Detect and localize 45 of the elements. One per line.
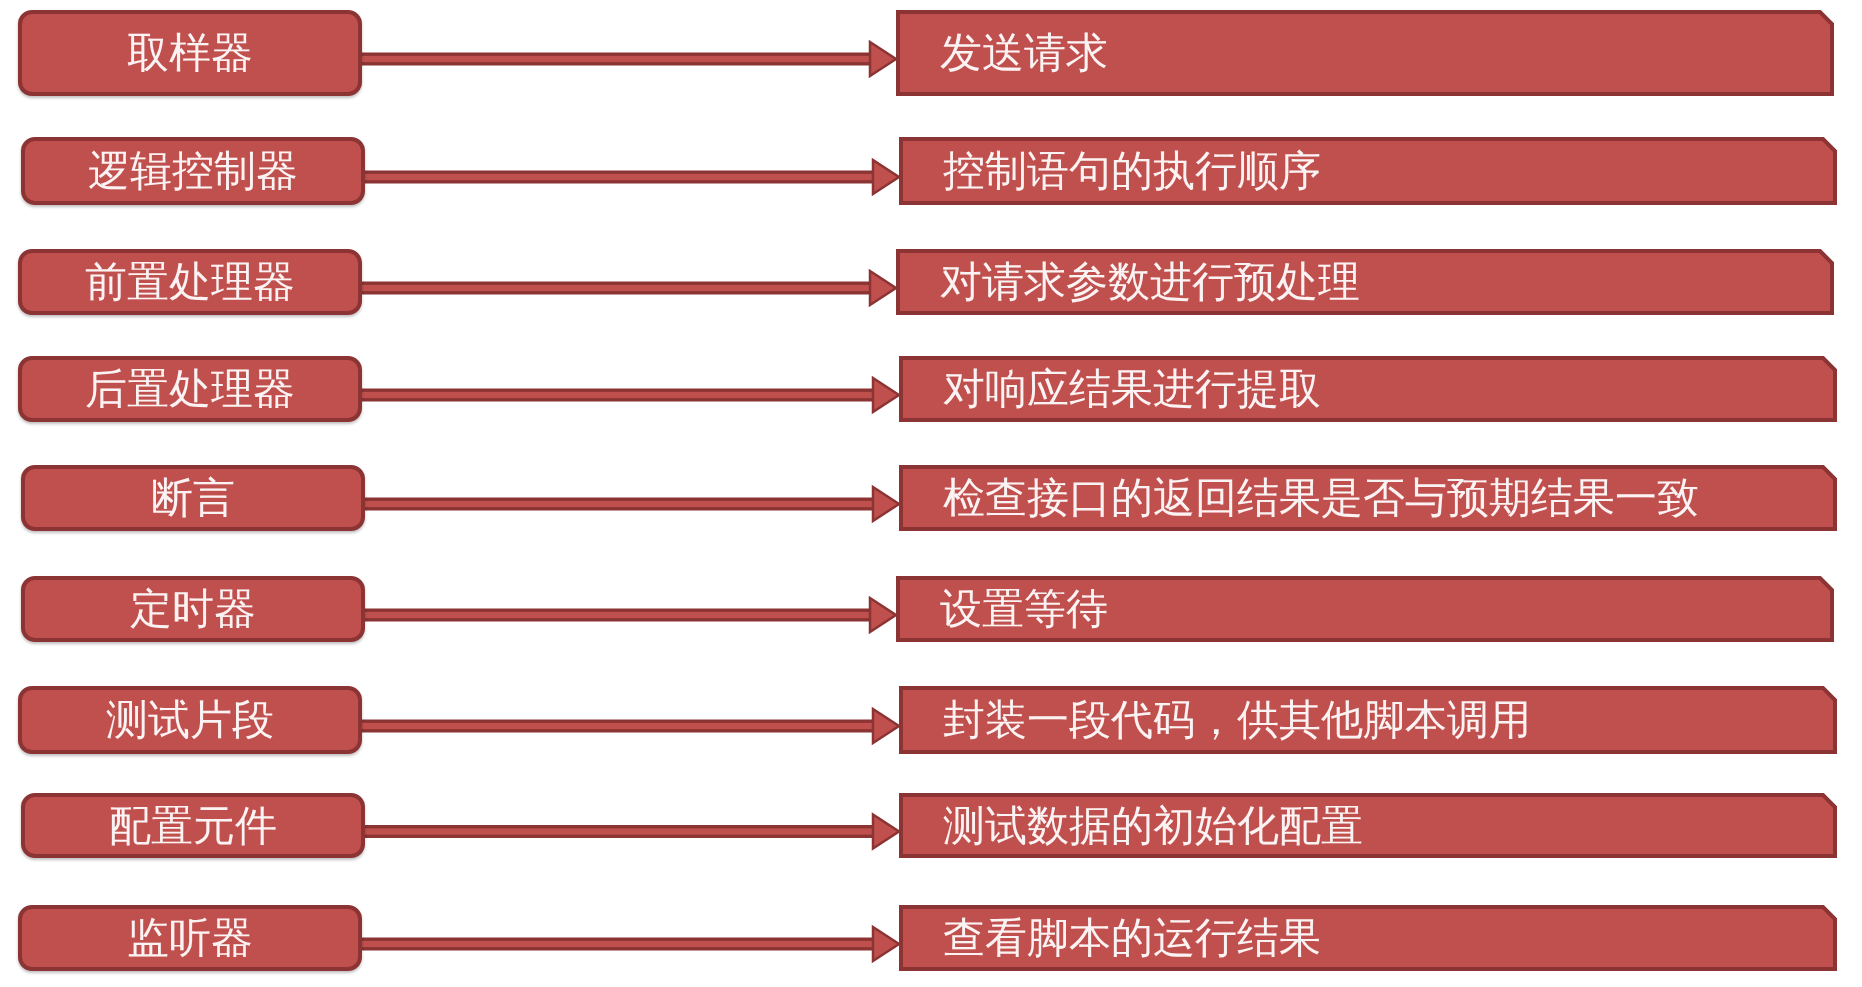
description-banner <box>899 465 1837 531</box>
component-box <box>21 465 365 531</box>
component-box <box>18 10 362 96</box>
arrow <box>365 158 901 196</box>
arrow <box>365 596 898 634</box>
description-banner <box>896 576 1834 642</box>
description-text: 对响应结果进行提取 <box>943 368 1321 410</box>
arrow <box>362 925 901 963</box>
component-box <box>21 793 365 858</box>
description-banner <box>896 249 1834 315</box>
arrow <box>362 40 898 78</box>
description-text: 测试数据的初始化配置 <box>943 804 1363 847</box>
description-banner <box>899 793 1837 858</box>
component-box <box>21 137 365 205</box>
description-banner <box>899 137 1837 205</box>
description-banner <box>899 905 1837 971</box>
component-box <box>18 905 362 971</box>
component-label: 后置处理器 <box>85 368 295 410</box>
description-text: 查看脚本的运行结果 <box>943 917 1321 959</box>
component-label: 取样器 <box>127 32 253 74</box>
description-text: 封装一段代码，供其他脚本调用 <box>943 699 1531 741</box>
component-box <box>21 576 365 642</box>
component-label: 监听器 <box>127 917 253 959</box>
component-label: 断言 <box>151 477 235 519</box>
arrow <box>362 269 898 307</box>
component-box <box>18 249 362 315</box>
component-box <box>18 686 362 754</box>
component-label: 定时器 <box>130 588 256 630</box>
description-banner <box>899 356 1837 422</box>
component-label: 逻辑控制器 <box>88 150 298 192</box>
arrow <box>362 376 901 414</box>
description-text: 控制语句的执行顺序 <box>943 150 1321 192</box>
description-text: 检查接口的返回结果是否与预期结果一致 <box>943 477 1699 519</box>
arrow <box>362 707 901 745</box>
component-box <box>18 356 362 422</box>
description-text: 发送请求 <box>940 32 1108 74</box>
description-banner <box>896 10 1834 96</box>
description-banner <box>899 686 1837 754</box>
description-text: 设置等待 <box>940 588 1108 630</box>
component-label: 测试片段 <box>106 699 274 741</box>
component-label: 前置处理器 <box>85 261 295 303</box>
arrow <box>365 813 901 850</box>
component-label: 配置元件 <box>109 804 277 847</box>
arrow <box>365 485 901 523</box>
description-text: 对请求参数进行预处理 <box>940 261 1360 303</box>
